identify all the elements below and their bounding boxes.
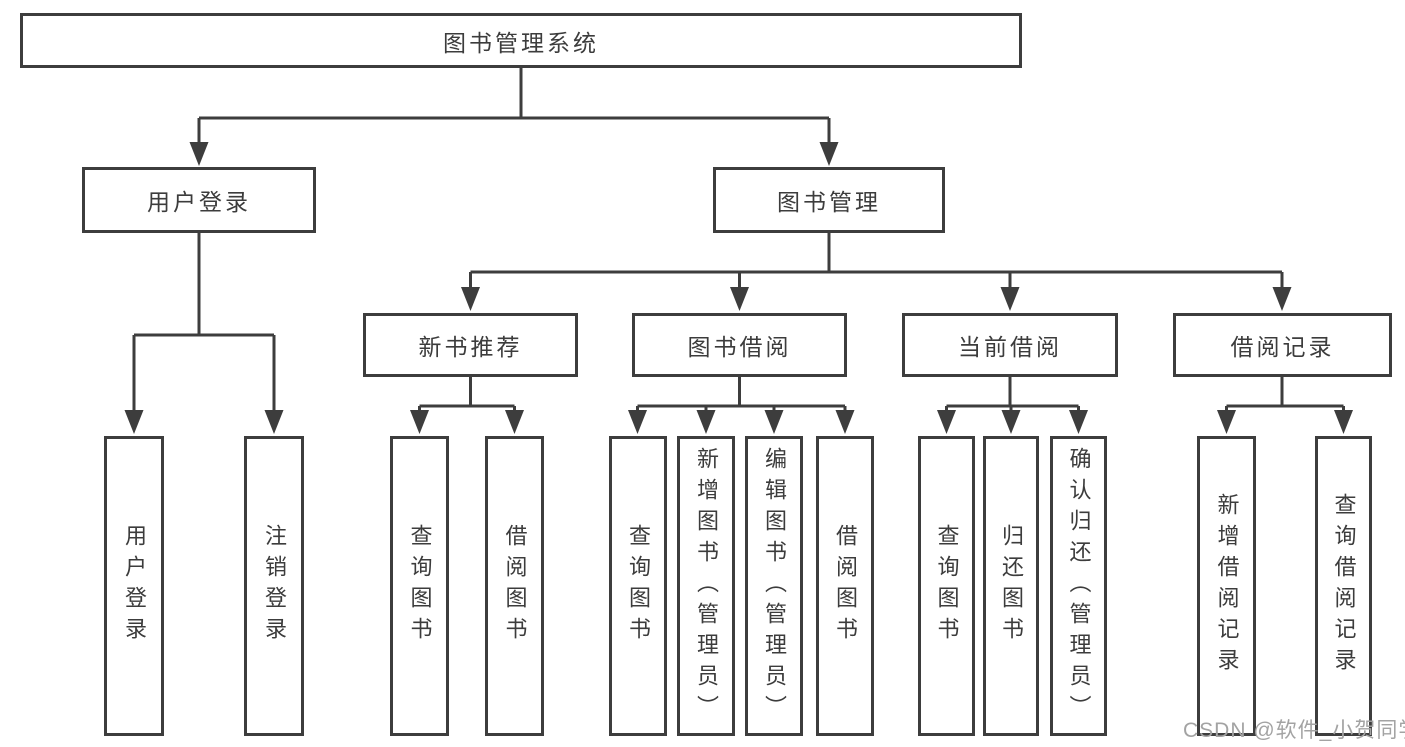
connector-borrowing-to-leaves [628, 377, 855, 434]
leaf-logout: 注销登录 [244, 436, 304, 736]
leaf-borrow-books-recommend: 借阅图书 [485, 436, 544, 736]
node-label: 确认归还（管理员） [1066, 446, 1092, 726]
arrowhead-icon [189, 142, 209, 166]
leaf-return-books: 归还图书 [983, 436, 1039, 736]
node-label: 图书管理系统 [443, 29, 599, 56]
node-label: 用户登录 [147, 189, 251, 215]
node-label: 查询借阅记录 [1331, 493, 1357, 679]
node-label: 查询图书 [407, 524, 433, 648]
arrowhead-icon [1217, 410, 1236, 434]
node-label: 新书推荐 [418, 334, 523, 360]
arrowhead-icon [1001, 410, 1021, 434]
node-label: 新增借阅记录 [1214, 493, 1240, 679]
node-label: 图书借阅 [687, 334, 792, 360]
node-book-management: 图书管理 [713, 167, 945, 233]
connector-root-to-level2 [189, 68, 839, 166]
arrowhead-icon [410, 410, 429, 434]
node-label: 编辑图书（管理员） [762, 446, 787, 726]
leaf-confirm-return-admin: 确认归还（管理员） [1050, 436, 1107, 736]
node-borrowing-records: 借阅记录 [1173, 313, 1392, 377]
arrowhead-icon [696, 410, 716, 434]
node-library-management-system: 图书管理系统 [20, 13, 1022, 68]
arrowhead-icon [1334, 410, 1353, 434]
node-current-borrowing: 当前借阅 [902, 313, 1118, 377]
connector-user-login-to-leaves [124, 233, 284, 434]
arrowhead-icon [628, 410, 647, 434]
leaf-user-login: 用户登录 [104, 436, 164, 736]
node-label: 图书管理 [777, 189, 881, 215]
leaf-edit-books-admin: 编辑图书（管理员） [745, 436, 803, 736]
csdn-watermark: CSDN @软件_小贺同学 [1183, 719, 1405, 742]
arrowhead-icon [819, 142, 839, 166]
node-label: 查询图书 [934, 524, 960, 648]
node-label: 注销登录 [262, 524, 287, 648]
connector-current-to-leaves [937, 377, 1088, 434]
node-label: 归还图书 [999, 524, 1024, 648]
arrowhead-icon [835, 410, 855, 434]
node-label: 借阅图书 [502, 524, 528, 648]
connector-records-to-leaves [1217, 377, 1353, 434]
leaf-query-books-current: 查询图书 [918, 436, 975, 736]
arrowhead-icon [264, 410, 284, 434]
arrowhead-icon [1069, 410, 1088, 434]
leaf-add-borrow-record: 新增借阅记录 [1197, 436, 1256, 736]
arrowhead-icon [1000, 287, 1020, 311]
node-label: 当前借阅 [958, 334, 1062, 360]
leaf-query-books-borrowing: 查询图书 [609, 436, 667, 736]
leaf-add-books-admin: 新增图书（管理员） [677, 436, 735, 736]
leaf-query-books-recommend: 查询图书 [390, 436, 449, 736]
arrowhead-icon [730, 287, 749, 311]
node-label: 查询图书 [626, 524, 651, 648]
arrowhead-icon [124, 410, 144, 434]
node-user-login: 用户登录 [82, 167, 316, 233]
arrowhead-icon [1272, 287, 1292, 311]
node-label: 借阅记录 [1230, 334, 1335, 360]
node-label: 借阅图书 [833, 524, 858, 648]
leaf-borrow-books: 借阅图书 [816, 436, 874, 736]
node-label: 用户登录 [122, 524, 147, 648]
node-new-book-recommendation: 新书推荐 [363, 313, 578, 377]
node-book-borrowing: 图书借阅 [632, 313, 847, 377]
connector-book-mgmt-to-level3 [461, 233, 1292, 311]
node-label: 新增图书（管理员） [694, 446, 719, 726]
arrowhead-icon [937, 410, 956, 434]
arrowhead-icon [505, 410, 524, 434]
leaf-query-borrow-record: 查询借阅记录 [1315, 436, 1372, 736]
arrowhead-icon [764, 410, 784, 434]
connector-new-book-to-leaves [410, 377, 524, 434]
arrowhead-icon [461, 287, 480, 311]
